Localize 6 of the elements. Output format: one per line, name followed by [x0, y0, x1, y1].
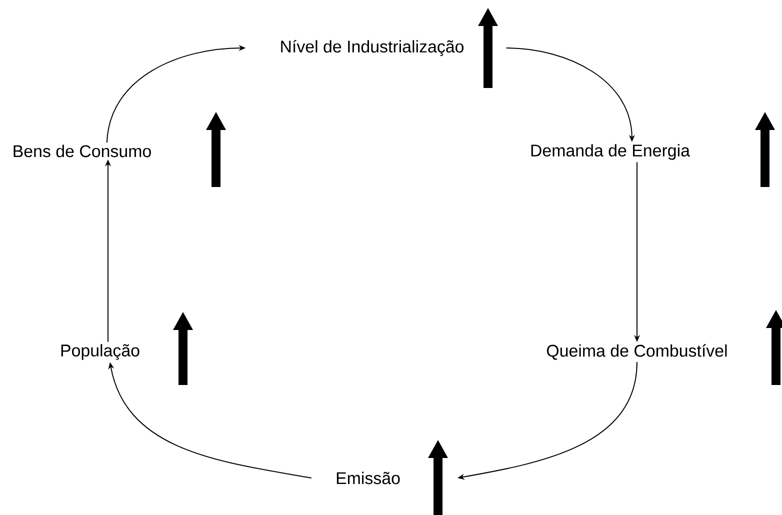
node-label: Demanda de Energia [531, 144, 690, 160]
node-label: População [61, 344, 140, 360]
node-label: Emissão [336, 472, 400, 484]
node-label: Queima de Combustível [546, 344, 727, 360]
node-label: Bens de Consumo [14, 144, 151, 158]
node-label: Nível de Industrialização [281, 40, 464, 56]
